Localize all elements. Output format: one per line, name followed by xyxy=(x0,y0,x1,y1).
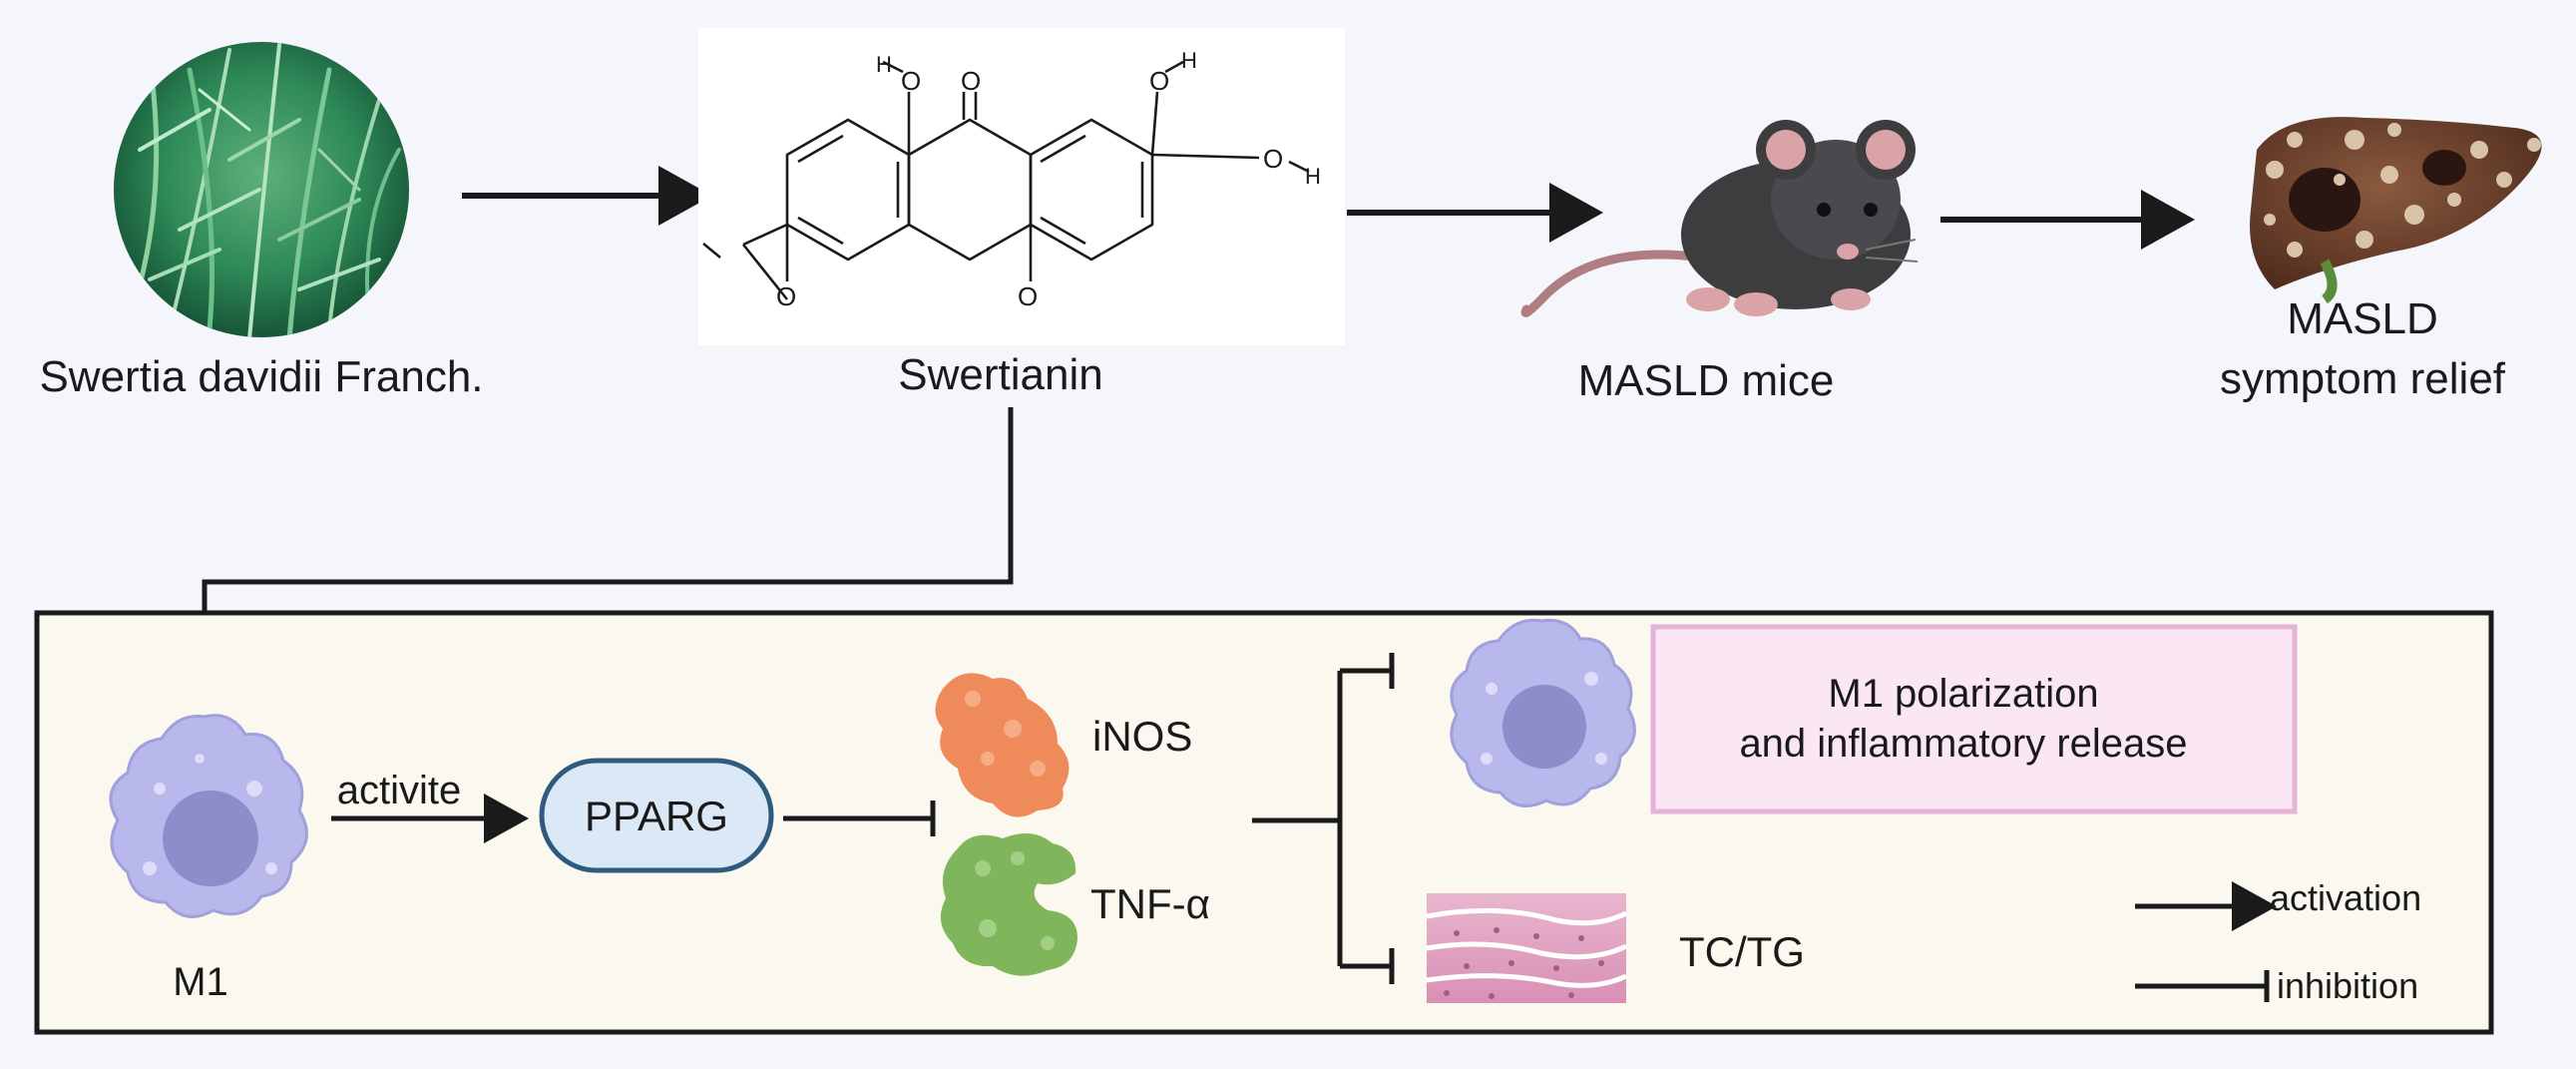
inos-label: iNOS xyxy=(1092,713,1192,760)
legend-inhibition-label: inhibition xyxy=(2277,965,2418,1006)
relief-label-line1: MASLD xyxy=(2287,294,2438,343)
atom-o-top-left: O xyxy=(901,66,921,96)
polarization-box xyxy=(1650,624,2298,814)
lipid-tissue-icon xyxy=(1426,893,1628,1003)
legend-activation-label: activation xyxy=(2270,877,2421,918)
inos-protein-icon xyxy=(935,673,1070,817)
atom-o-carbonyl: O xyxy=(961,66,981,96)
liver-image xyxy=(2250,117,2542,304)
activate-label: activite xyxy=(337,769,462,812)
m1-label: M1 xyxy=(173,960,228,1004)
relief-label-line2: symptom relief xyxy=(2220,354,2506,403)
branch-inhibition xyxy=(1252,653,1395,984)
plant-image xyxy=(114,42,409,337)
mice-label: MASLD mice xyxy=(1578,356,1835,405)
atom-h-right: H xyxy=(1305,164,1321,189)
polarization-line2: and inflammatory release xyxy=(1739,722,2187,766)
mouse-image xyxy=(1520,120,1919,317)
legend: activation inhibition xyxy=(2135,877,2421,1006)
tnf-alpha-protein-icon xyxy=(940,833,1077,976)
atom-o-ring: O xyxy=(1018,281,1038,311)
atom-h-top-left: H xyxy=(876,52,892,77)
swertianin-structure: H O O O H O H O O xyxy=(698,28,1345,345)
atom-o-right: O xyxy=(1263,144,1283,174)
tnf-alpha-label: TNF-α xyxy=(1090,880,1210,927)
m1-polarized-macrophage-icon xyxy=(1450,618,1636,807)
polarization-line1: M1 polarization xyxy=(1828,672,2098,716)
tctg-label: TC/TG xyxy=(1679,928,1805,975)
atom-o-top-right: O xyxy=(1149,66,1169,96)
pparg-label: PPARG xyxy=(585,793,728,839)
m1-macrophage-icon xyxy=(109,714,308,918)
plant-label: Swertia davidii Franch. xyxy=(39,352,483,401)
compound-label: Swertianin xyxy=(898,350,1102,399)
atom-h-top-right: H xyxy=(1181,48,1197,73)
pparg-box xyxy=(539,758,774,873)
